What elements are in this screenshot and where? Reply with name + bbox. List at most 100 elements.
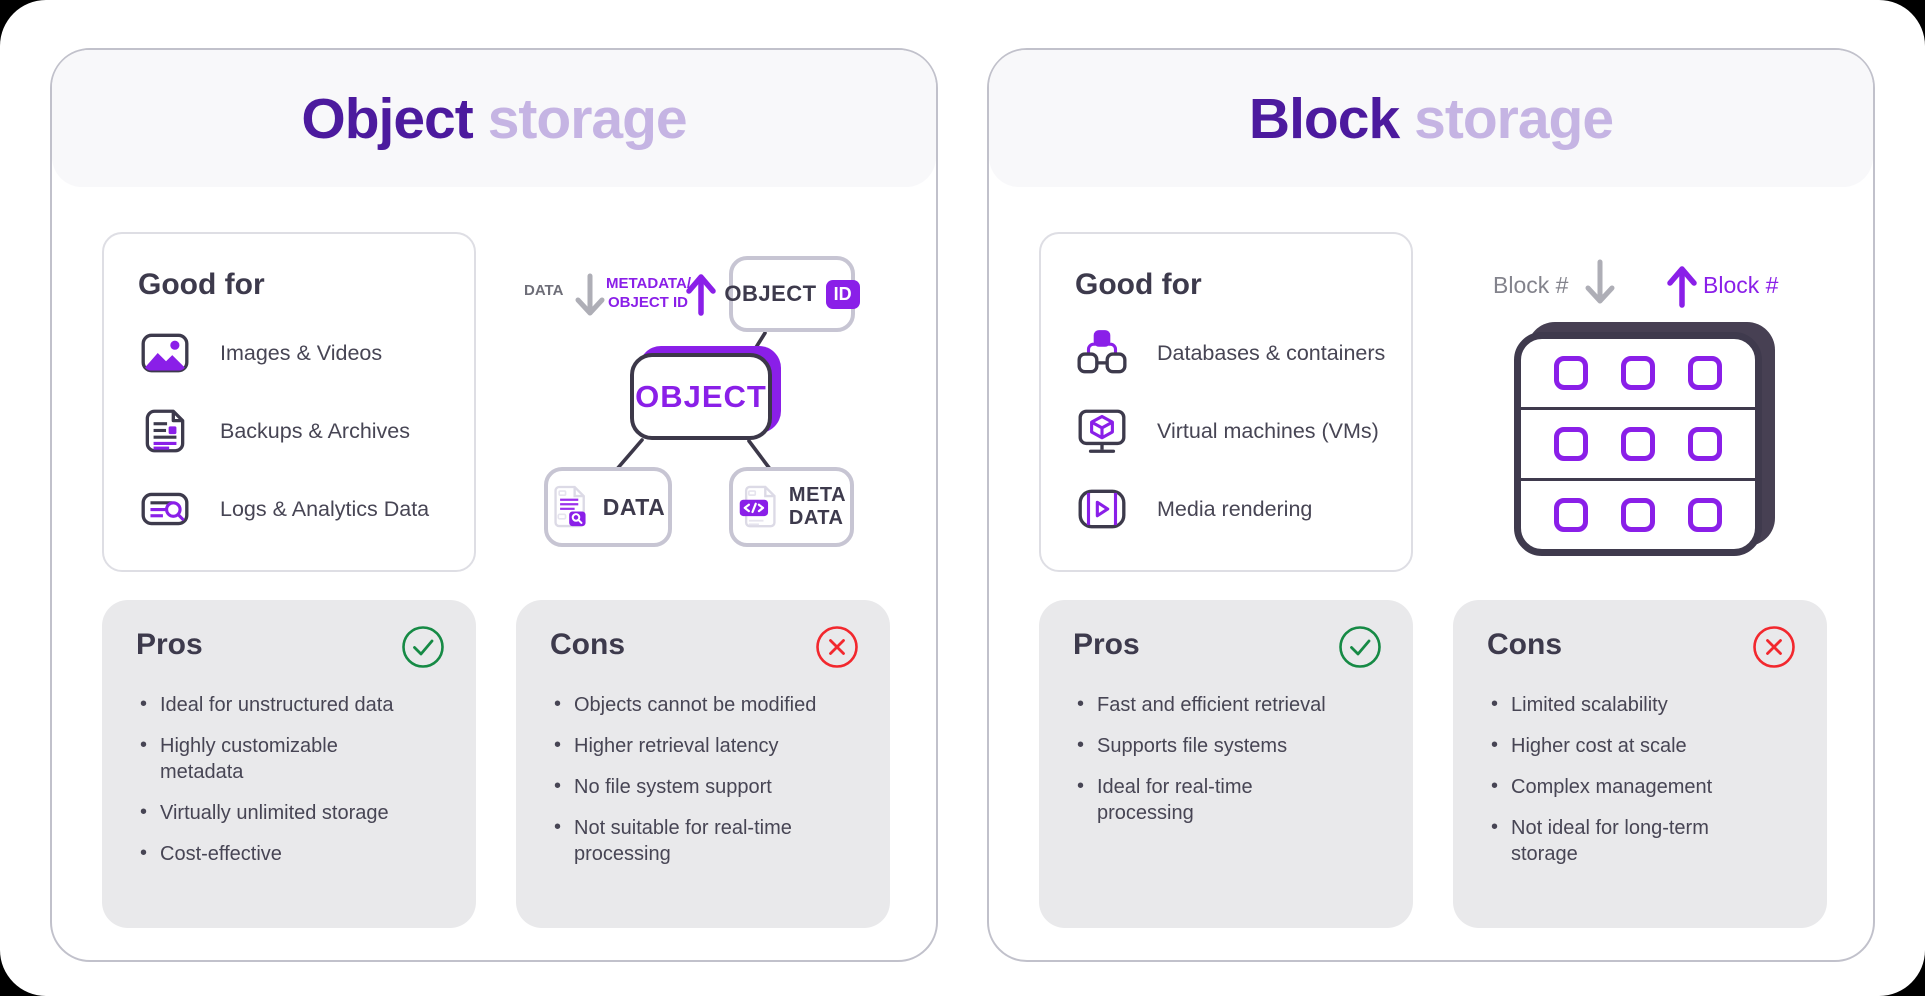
- media-play-icon: [1078, 489, 1126, 529]
- block-number-write-label: Block #: [1493, 272, 1569, 298]
- good-for-card: Good for Images & Videos: [102, 232, 476, 572]
- list-item: Highly customizable metadata: [136, 732, 446, 785]
- object-id-box: OBJECT ID: [724, 256, 860, 332]
- block-number-read-label: Block #: [1703, 272, 1779, 298]
- pros-list: Fast and efficient retrieval Supports fi…: [1073, 691, 1383, 826]
- list-item: Fast and efficient retrieval: [1073, 691, 1383, 718]
- block-cell: [1554, 427, 1588, 461]
- check-circle-icon: [1339, 626, 1381, 668]
- good-for-item-label: Logs & Analytics Data: [220, 496, 430, 521]
- up-arrow-icon: [1667, 266, 1697, 286]
- list-item: Databases & containers: [1075, 326, 1411, 380]
- block-cell: [1554, 498, 1588, 532]
- list-item: No file system support: [550, 773, 860, 800]
- pros-list: Ideal for unstructured data Highly custo…: [136, 691, 446, 867]
- data-document-icon: [554, 485, 586, 528]
- list-item: Limited scalability: [1487, 691, 1797, 718]
- logs-icon: [141, 492, 189, 526]
- down-arrow-icon: [575, 297, 605, 316]
- image-icon: [141, 333, 189, 373]
- metadata-box: META DATA: [729, 467, 854, 547]
- pros-heading: Pros: [136, 628, 203, 661]
- good-for-card: Good for Databases & containers: [1039, 232, 1413, 572]
- connector-line: [747, 439, 772, 471]
- metadata-box-label: META DATA: [788, 484, 847, 529]
- good-for-item-label: Images & Videos: [220, 340, 383, 365]
- list-item: Supports file systems: [1073, 732, 1383, 759]
- check-circle-icon: [402, 626, 444, 668]
- list-item: Higher retrieval latency: [550, 732, 860, 759]
- x-circle-icon: [816, 626, 858, 668]
- good-for-item-label: Databases & containers: [1157, 340, 1386, 365]
- block-cell: [1554, 356, 1588, 390]
- good-for-heading: Good for: [138, 268, 265, 301]
- object-box: OBJECT: [630, 353, 772, 440]
- up-arrow-icon: [686, 274, 716, 294]
- list-item: Cost-effective: [136, 840, 446, 867]
- block-cell: [1621, 498, 1655, 532]
- block-cell: [1688, 427, 1722, 461]
- diagram-connectors: [575, 273, 772, 471]
- object-structure-diagram: DATA METADATA/ OBJECT ID OBJECT ID OBJEC…: [482, 220, 904, 582]
- title-primary: Block: [1248, 86, 1400, 151]
- block-row: [1521, 478, 1755, 549]
- good-for-item-label: Virtual machines (VMs): [1157, 418, 1379, 443]
- title-primary: Object: [301, 86, 473, 151]
- cons-header: Cons: [550, 626, 860, 670]
- cons-card: Cons Limited scalability Higher cost at …: [1453, 600, 1827, 928]
- data-flow-label: DATA: [524, 282, 564, 299]
- object-id-label: OBJECT: [724, 281, 817, 306]
- good-for-heading: Good for: [1075, 268, 1202, 301]
- document-icon: [145, 409, 185, 453]
- list-item: Objects cannot be modified: [550, 691, 860, 718]
- id-badge: ID: [825, 279, 860, 309]
- list-item: Complex management: [1487, 773, 1797, 800]
- x-circle-icon: [1753, 626, 1795, 668]
- list-item: Higher cost at scale: [1487, 732, 1797, 759]
- block-storage-grid: [1514, 332, 1762, 556]
- good-for-item-label: Backups & Archives: [220, 418, 411, 443]
- down-arrow-icon: [1585, 285, 1615, 304]
- cons-list: Objects cannot be modified Higher retrie…: [550, 691, 860, 867]
- metadata-flow-label: METADATA/ OBJECT ID: [606, 275, 691, 311]
- cons-heading: Cons: [550, 628, 625, 661]
- cons-heading: Cons: [1487, 628, 1562, 661]
- connector-line: [615, 438, 644, 471]
- block-cell: [1621, 427, 1655, 461]
- list-item: Ideal for unstructured data: [136, 691, 446, 718]
- pros-card: Pros Ideal for unstructured data Highly …: [102, 600, 476, 928]
- pros-heading: Pros: [1073, 628, 1140, 661]
- list-item: Backups & Archives: [138, 404, 474, 458]
- data-box-label: DATA: [602, 493, 666, 520]
- block-cell: [1621, 356, 1655, 390]
- list-item: Virtual machines (VMs): [1075, 404, 1411, 458]
- diagram-arrows: [1585, 259, 1697, 308]
- pros-card: Pros Fast and efficient retrieval Suppor…: [1039, 600, 1413, 928]
- cons-header: Cons: [1487, 626, 1797, 670]
- block-row: [1521, 339, 1755, 407]
- data-box: DATA: [544, 467, 672, 547]
- metadata-code-icon: [739, 485, 776, 528]
- block-cell: [1688, 498, 1722, 532]
- pros-header: Pros: [136, 626, 446, 670]
- title-secondary: storage: [1414, 86, 1614, 151]
- list-item: Ideal for real-time processing: [1073, 773, 1383, 826]
- cons-list: Limited scalability Higher cost at scale…: [1487, 691, 1797, 867]
- list-item: Not suitable for real-time processing: [550, 814, 860, 867]
- block-row: [1521, 407, 1755, 478]
- block-grid-diagram: Block # Block #: [1459, 220, 1881, 582]
- title-secondary: storage: [487, 86, 688, 151]
- list-item: Virtually unlimited storage: [136, 799, 446, 826]
- hierarchy-icon: [1077, 330, 1127, 374]
- good-for-item-label: Media rendering: [1157, 496, 1313, 521]
- block-cell: [1688, 356, 1722, 390]
- list-item: Logs & Analytics Data: [138, 482, 474, 536]
- list-item: Media rendering: [1075, 482, 1411, 536]
